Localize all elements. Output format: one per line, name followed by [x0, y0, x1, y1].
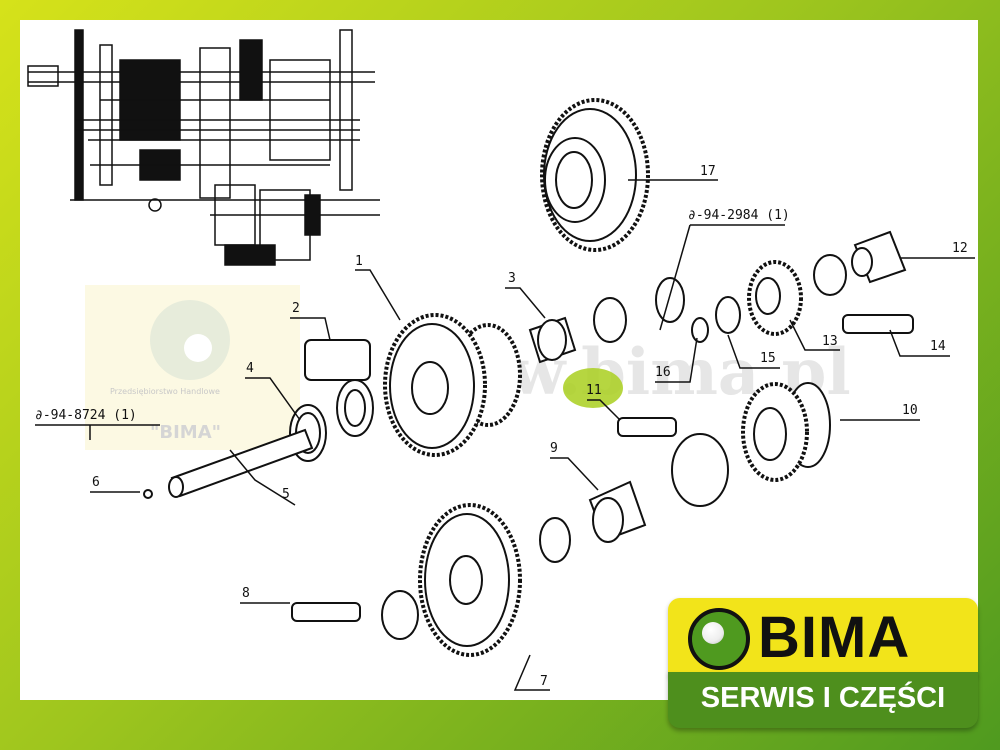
gear-10 [741, 382, 831, 482]
watermark-company-name: "BIMA" [150, 422, 221, 443]
label-7: 7 [540, 674, 548, 689]
section-drawing-inset [27, 29, 380, 266]
ball-icon [702, 622, 724, 644]
washer-16 [655, 277, 685, 323]
bearing-3-a [593, 297, 627, 343]
ref-label-left: ∂-94-8724 (1) [35, 408, 137, 423]
badge-title: BIMA [758, 605, 911, 670]
label-1: 1 [355, 254, 363, 269]
bima-logo-icon [688, 608, 750, 670]
clip-16 [691, 317, 709, 343]
label-10: 10 [902, 403, 918, 418]
label-11: 11 [586, 383, 602, 398]
gear-7 [418, 503, 522, 657]
needle-roller-2 [304, 339, 371, 381]
label-3: 3 [508, 271, 516, 286]
label-8: 8 [242, 586, 250, 601]
label-9: 9 [550, 441, 558, 456]
diagram-paper: Przedsiębiorstwo Handlowe "BIMA" www.bim… [20, 20, 978, 700]
bearing-13b [813, 254, 847, 296]
needle-roller-8 [291, 602, 361, 622]
bima-badge[interactable]: BIMA SERWIS I CZĘŚCI [668, 598, 978, 734]
label-13: 13 [822, 334, 838, 349]
leader-lines [35, 179, 975, 691]
label-12: 12 [952, 241, 968, 256]
plug-6 [143, 489, 153, 499]
highlight-marker [563, 368, 623, 408]
badge-bottom-panel: SERWIS I CZĘŚCI [668, 672, 978, 728]
label-17: 17 [700, 164, 716, 179]
gear-1 [383, 313, 522, 457]
needle-roller-14 [842, 314, 914, 334]
ref-label-right: ∂-94-2984 (1) [688, 208, 790, 223]
badge-top-panel: BIMA [668, 598, 978, 676]
bearing-10 [671, 433, 729, 507]
badge-subtitle: SERWIS I CZĘŚCI [700, 682, 946, 714]
washer-15 [715, 296, 741, 334]
label-6: 6 [92, 475, 100, 490]
exploded-gearbox-diagram: Przedsiębiorstwo Handlowe "BIMA" www.bim… [27, 29, 975, 691]
label-4: 4 [246, 361, 254, 376]
gear-13 [747, 260, 803, 336]
needle-roller-11 [617, 417, 677, 437]
label-2: 2 [292, 301, 300, 316]
label-16: 16 [655, 365, 671, 380]
part-labels: 1 2 3 4 5 6 7 8 9 10 11 12 13 14 15 16 1… [35, 164, 968, 689]
label-14: 14 [930, 339, 946, 354]
gear-17 [540, 98, 650, 252]
bearing-9b [539, 517, 571, 563]
watermark-company-line: Przedsiębiorstwo Handlowe [110, 387, 220, 396]
label-5: 5 [282, 487, 290, 502]
bearing-8 [381, 590, 419, 640]
label-15: 15 [760, 351, 776, 366]
